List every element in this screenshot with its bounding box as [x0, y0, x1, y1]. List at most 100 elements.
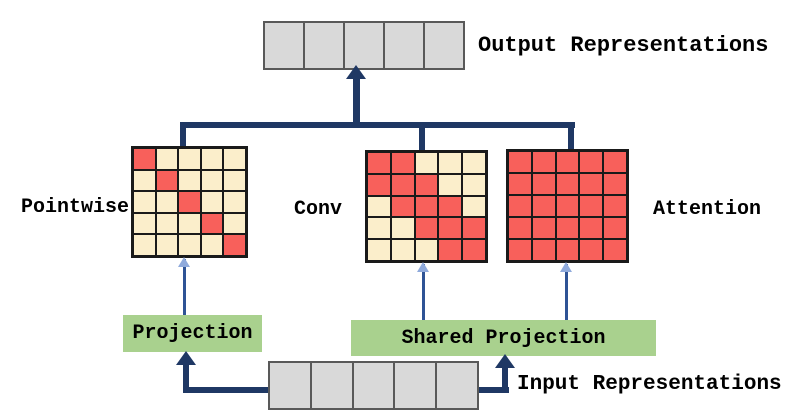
matrix-cell: [178, 234, 201, 256]
projection-box: Projection: [123, 315, 262, 352]
matrix-cell: [579, 173, 604, 195]
matrix-cell: [414, 217, 439, 240]
matrix-cell: [531, 239, 556, 261]
matrix-cell: [390, 239, 415, 261]
matrix-cell: [414, 239, 439, 261]
matrix-cell: [555, 151, 580, 173]
arrowhead-pointwise-icon: [178, 257, 190, 267]
attention-label: Attention: [653, 198, 762, 221]
matrix-cell: [223, 212, 246, 235]
matrix-cell: [390, 173, 415, 196]
projection-label: Projection: [132, 322, 253, 345]
matrix-cell: [438, 152, 463, 174]
matrix-cell: [579, 151, 604, 173]
output-representations-label: Output Representations: [478, 33, 769, 58]
matrix-cell: [155, 191, 179, 213]
token-cell: [437, 363, 477, 408]
conv-matrix: [365, 150, 488, 263]
token-cell: [270, 363, 312, 408]
matrix-cell: [133, 191, 156, 213]
matrix-cell: [200, 191, 224, 213]
matrix-cell: [508, 173, 532, 195]
matrix-cell: [603, 195, 627, 217]
matrix-cell: [223, 191, 246, 213]
matrix-cell: [462, 239, 486, 261]
matrix-cell: [414, 152, 439, 174]
matrix-cell: [223, 148, 246, 170]
matrix-cell: [414, 173, 439, 196]
token-cell: [345, 23, 385, 68]
token-cell: [311, 363, 354, 408]
matrix-cell: [531, 151, 556, 173]
conv-label: Conv: [294, 198, 343, 221]
matrix-cell: [390, 152, 415, 174]
token-cell: [385, 23, 425, 68]
matrix-cell: [508, 195, 532, 217]
matrix-cell: [178, 169, 201, 192]
matrix-cell: [200, 148, 224, 170]
matrix-cell: [155, 148, 179, 170]
projection-arrowhead-icon: [176, 351, 196, 365]
arrowhead-attention-icon: [560, 262, 572, 272]
token-cell: [395, 363, 438, 408]
matrix-cell: [223, 234, 246, 256]
matrix-cell: [579, 239, 604, 261]
matrix-cell: [508, 151, 532, 173]
connector-top-bar: [180, 122, 575, 128]
matrix-cell: [200, 212, 224, 235]
input-representations-label: Input Representations: [517, 373, 782, 396]
matrix-cell: [555, 217, 580, 239]
matrix-cell: [414, 195, 439, 218]
arrowhead-conv-icon: [417, 262, 429, 272]
token-cell: [353, 363, 396, 408]
matrix-cell: [133, 148, 156, 170]
arrow-shared-to-attention: [565, 264, 568, 321]
matrix-cell: [531, 173, 556, 195]
matrix-cell: [603, 239, 627, 261]
pointwise-label: Pointwise: [21, 196, 130, 219]
matrix-cell: [178, 148, 201, 170]
matrix-cell: [603, 151, 627, 173]
connector-drop-pointwise: [180, 122, 186, 147]
matrix-cell: [155, 212, 179, 235]
matrix-cell: [555, 239, 580, 261]
matrix-cell: [603, 217, 627, 239]
matrix-cell: [155, 169, 179, 192]
connector-input-to-projection-v: [183, 363, 189, 393]
matrix-cell: [579, 217, 604, 239]
matrix-cell: [367, 239, 391, 261]
matrix-cell: [438, 217, 463, 240]
matrix-cell: [579, 195, 604, 217]
connector-up-shaft: [353, 76, 360, 128]
matrix-cell: [462, 195, 486, 218]
token-cell: [425, 23, 463, 68]
attention-matrix: [506, 149, 629, 263]
connector-input-to-shared-h: [479, 387, 509, 393]
matrix-cell: [178, 212, 201, 235]
matrix-cell: [555, 195, 580, 217]
shared-projection-label: Shared Projection: [401, 326, 606, 350]
matrix-cell: [155, 234, 179, 256]
pointwise-matrix: [131, 146, 248, 258]
matrix-cell: [178, 191, 201, 213]
matrix-cell: [438, 195, 463, 218]
output-representations-row: [263, 21, 465, 70]
matrix-cell: [462, 217, 486, 240]
matrix-cell: [438, 173, 463, 196]
arrow-projection-to-pointwise: [183, 259, 186, 316]
matrix-cell: [462, 173, 486, 196]
connector-drop-conv: [419, 122, 425, 152]
matrix-cell: [390, 195, 415, 218]
matrix-cell: [367, 195, 391, 218]
matrix-cell: [133, 234, 156, 256]
matrix-cell: [438, 239, 463, 261]
matrix-cell: [390, 217, 415, 240]
shared-projection-box: Shared Projection: [351, 320, 656, 356]
matrix-cell: [462, 152, 486, 174]
matrix-cell: [133, 212, 156, 235]
shared-arrowhead-icon: [495, 354, 515, 368]
token-cell: [305, 23, 345, 68]
matrix-cell: [223, 169, 246, 192]
input-representations-row: [268, 361, 479, 410]
